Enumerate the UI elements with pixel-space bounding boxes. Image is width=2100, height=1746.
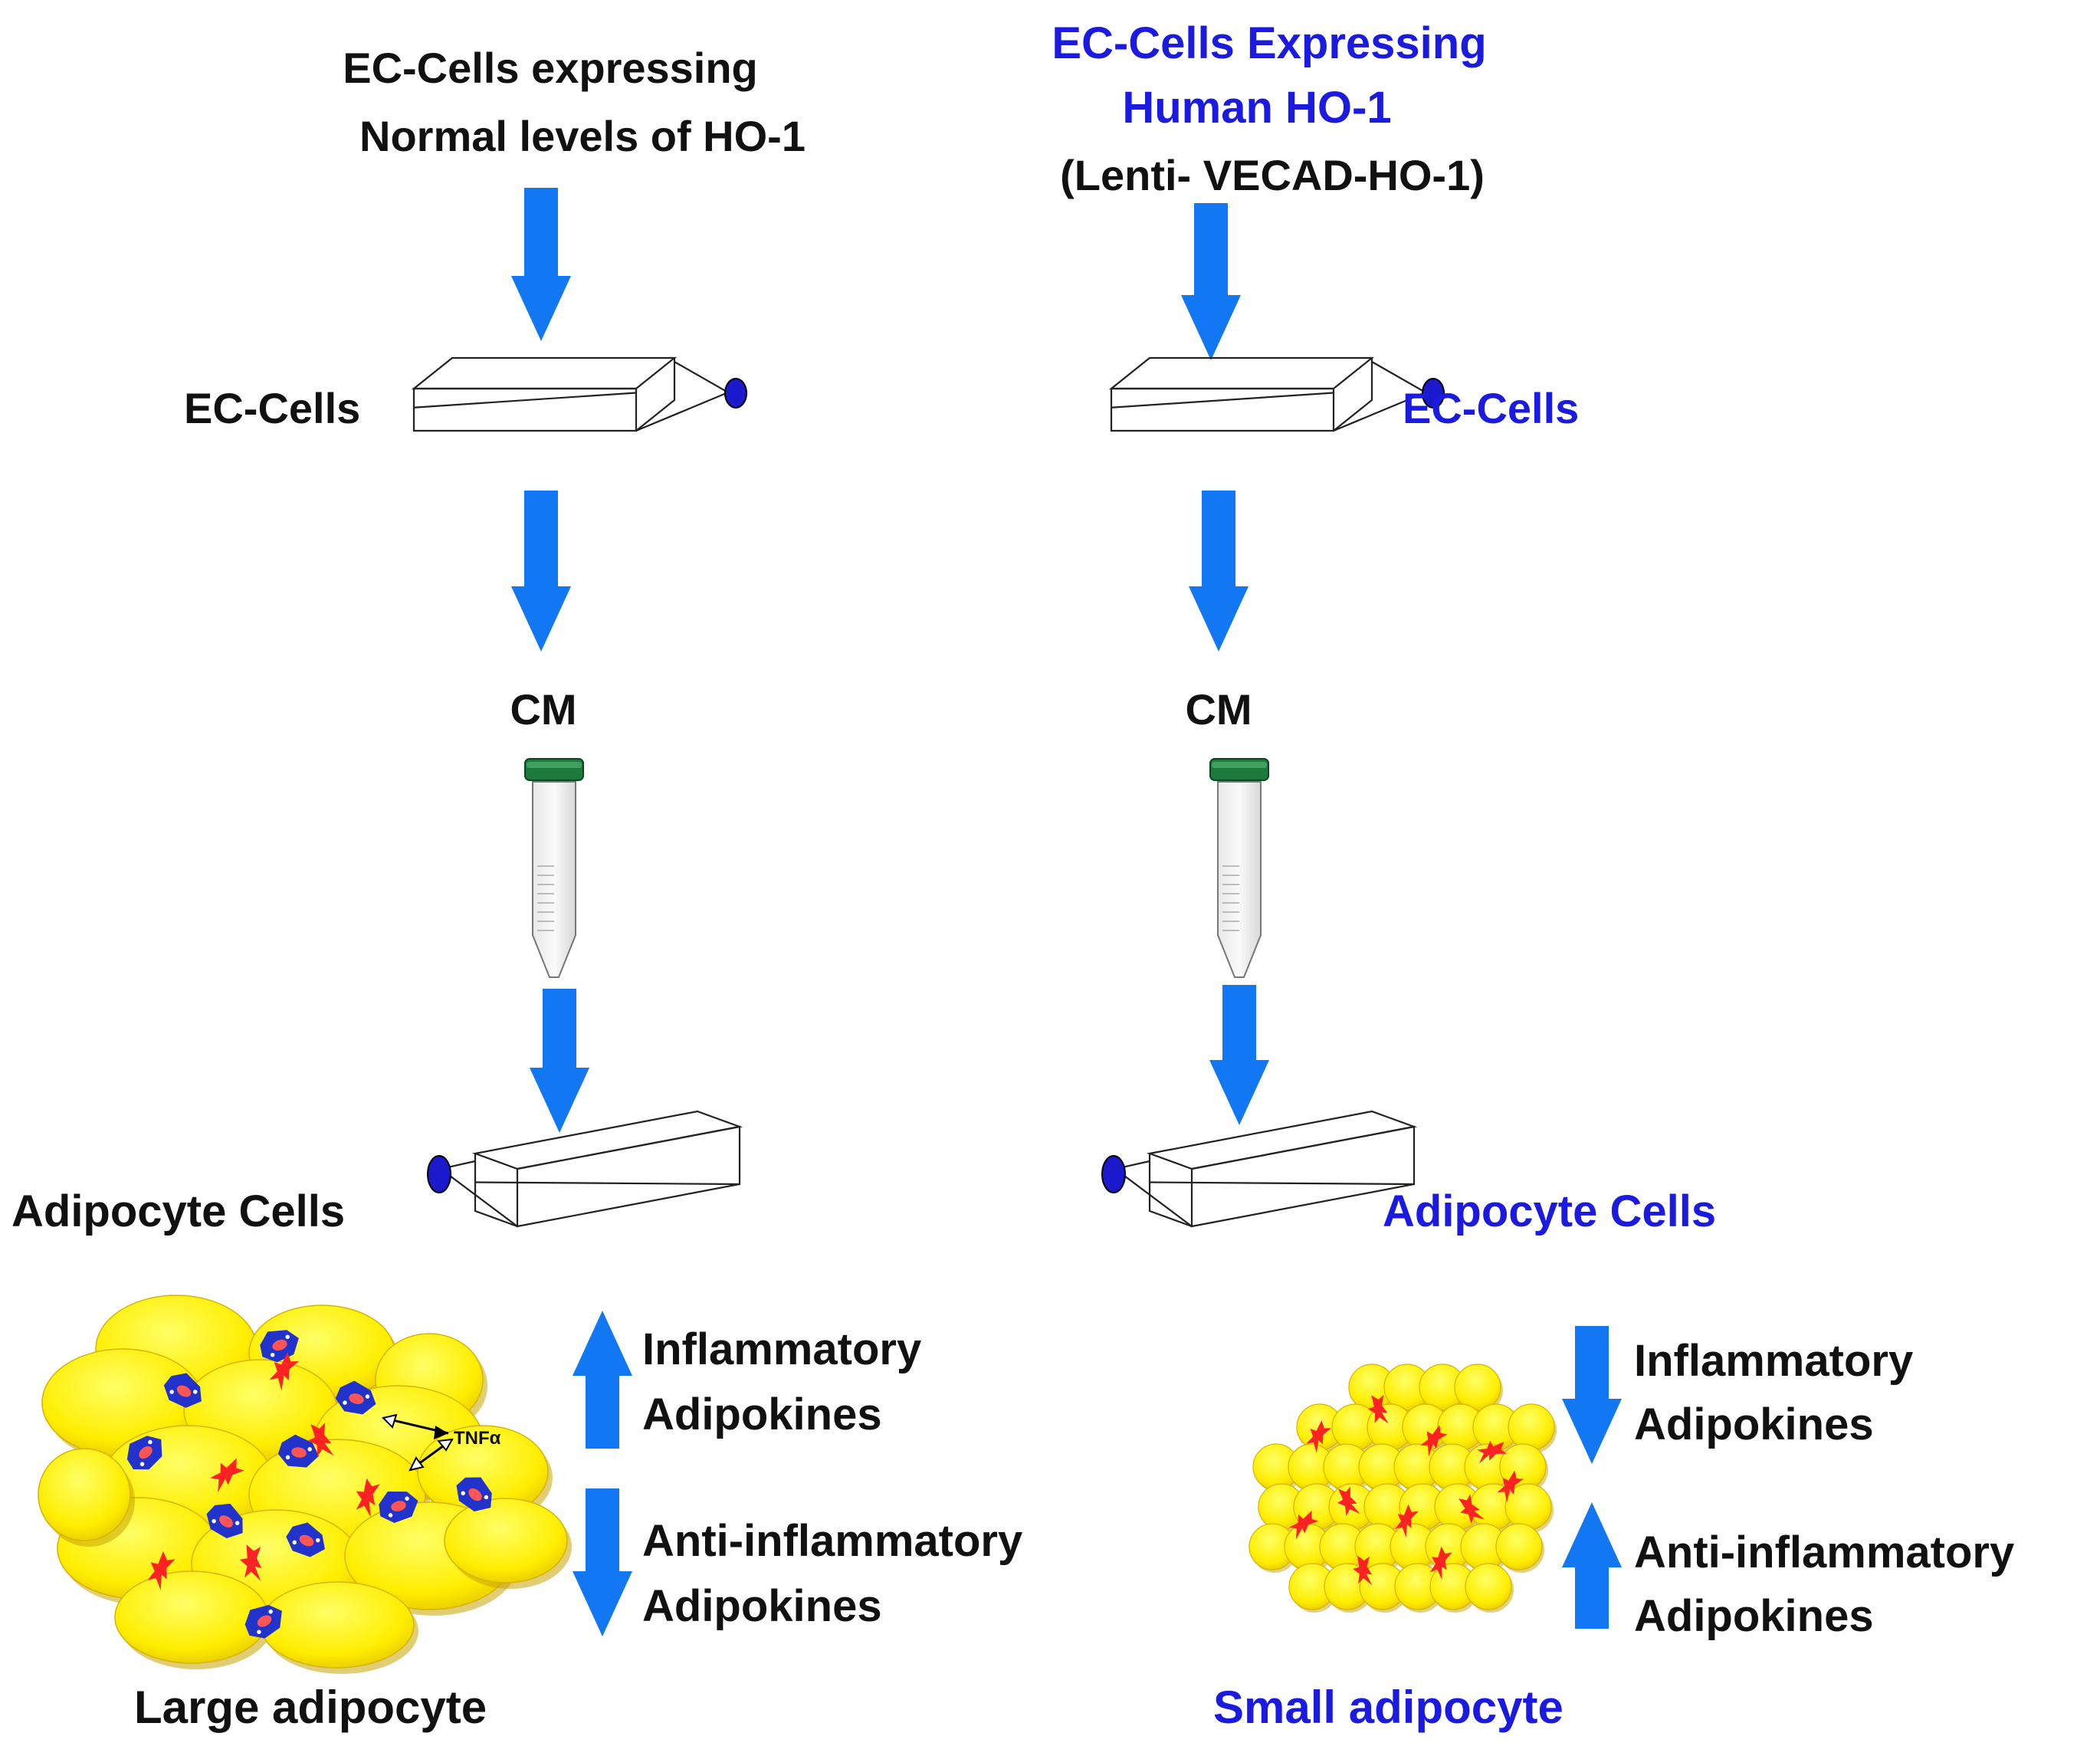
right-cm-label: CM bbox=[1185, 685, 1252, 734]
left-up-effect-line2: Adipokines bbox=[642, 1390, 882, 1439]
right-adipocyte-cells-label: Adipocyte Cells bbox=[1383, 1186, 1716, 1236]
right-title-line2: Human HO-1 bbox=[1122, 83, 1391, 133]
right-down-effect-line2: Adipokines bbox=[1634, 1400, 1874, 1449]
tnf-arrows-icon bbox=[382, 1413, 454, 1472]
right-down-arrow-icon bbox=[1562, 1326, 1622, 1464]
left-down-effect-line2: Adipokines bbox=[642, 1581, 882, 1631]
right-title-line1: EC-Cells Expressing bbox=[1052, 18, 1486, 68]
left-title-line2: Normal levels of HO-1 bbox=[359, 112, 806, 160]
left-down-arrow-icon bbox=[573, 1488, 632, 1636]
right-dish-icon bbox=[1101, 1110, 1418, 1228]
left-dish-icon bbox=[427, 1110, 743, 1228]
right-column: EC-Cells Expressing Human HO-1 (Lenti- V… bbox=[1052, 18, 2014, 1733]
right-up-effect-line1: Anti-inflammatory bbox=[1634, 1528, 2014, 1577]
left-down-effect-line1: Anti-inflammatory bbox=[642, 1516, 1022, 1566]
left-arrow-2-icon bbox=[511, 491, 571, 651]
left-column: EC-Cells expressing Normal levels of HO-… bbox=[11, 44, 1022, 1733]
left-cm-label: CM bbox=[510, 685, 576, 734]
left-adipocyte-cells-label: Adipocyte Cells bbox=[11, 1186, 345, 1236]
left-up-effect-line1: Inflammatory bbox=[642, 1324, 921, 1374]
right-arrow-3-icon bbox=[1209, 985, 1269, 1125]
right-title-line3: (Lenti- VECAD-HO-1) bbox=[1060, 151, 1485, 199]
right-arrow-1-icon bbox=[1181, 203, 1241, 360]
tnf-label: TNFα bbox=[454, 1428, 501, 1449]
left-arrow-3-icon bbox=[530, 989, 589, 1133]
right-tube-icon bbox=[1209, 758, 1269, 978]
small-adipocyte-cluster-icon bbox=[1249, 1364, 1557, 1613]
left-flask-icon bbox=[411, 356, 747, 432]
left-up-arrow-icon bbox=[573, 1311, 632, 1449]
right-down-effect-line1: Inflammatory bbox=[1634, 1336, 1913, 1386]
left-title-line1: EC-Cells expressing bbox=[343, 44, 758, 92]
right-flask-icon bbox=[1108, 356, 1445, 432]
left-tube-icon bbox=[524, 758, 584, 978]
right-arrow-2-icon bbox=[1189, 491, 1249, 651]
right-up-effect-line2: Adipokines bbox=[1634, 1591, 1874, 1641]
left-result-label: Large adipocyte bbox=[134, 1682, 487, 1733]
left-ec-cells-label: EC-Cells bbox=[184, 384, 360, 432]
large-adipocyte-cluster-icon bbox=[38, 1295, 572, 1674]
right-result-label: Small adipocyte bbox=[1213, 1682, 1564, 1733]
right-up-arrow-icon bbox=[1562, 1502, 1622, 1629]
left-arrow-1-icon bbox=[511, 188, 571, 341]
right-ec-cells-label: EC-Cells bbox=[1403, 384, 1579, 432]
